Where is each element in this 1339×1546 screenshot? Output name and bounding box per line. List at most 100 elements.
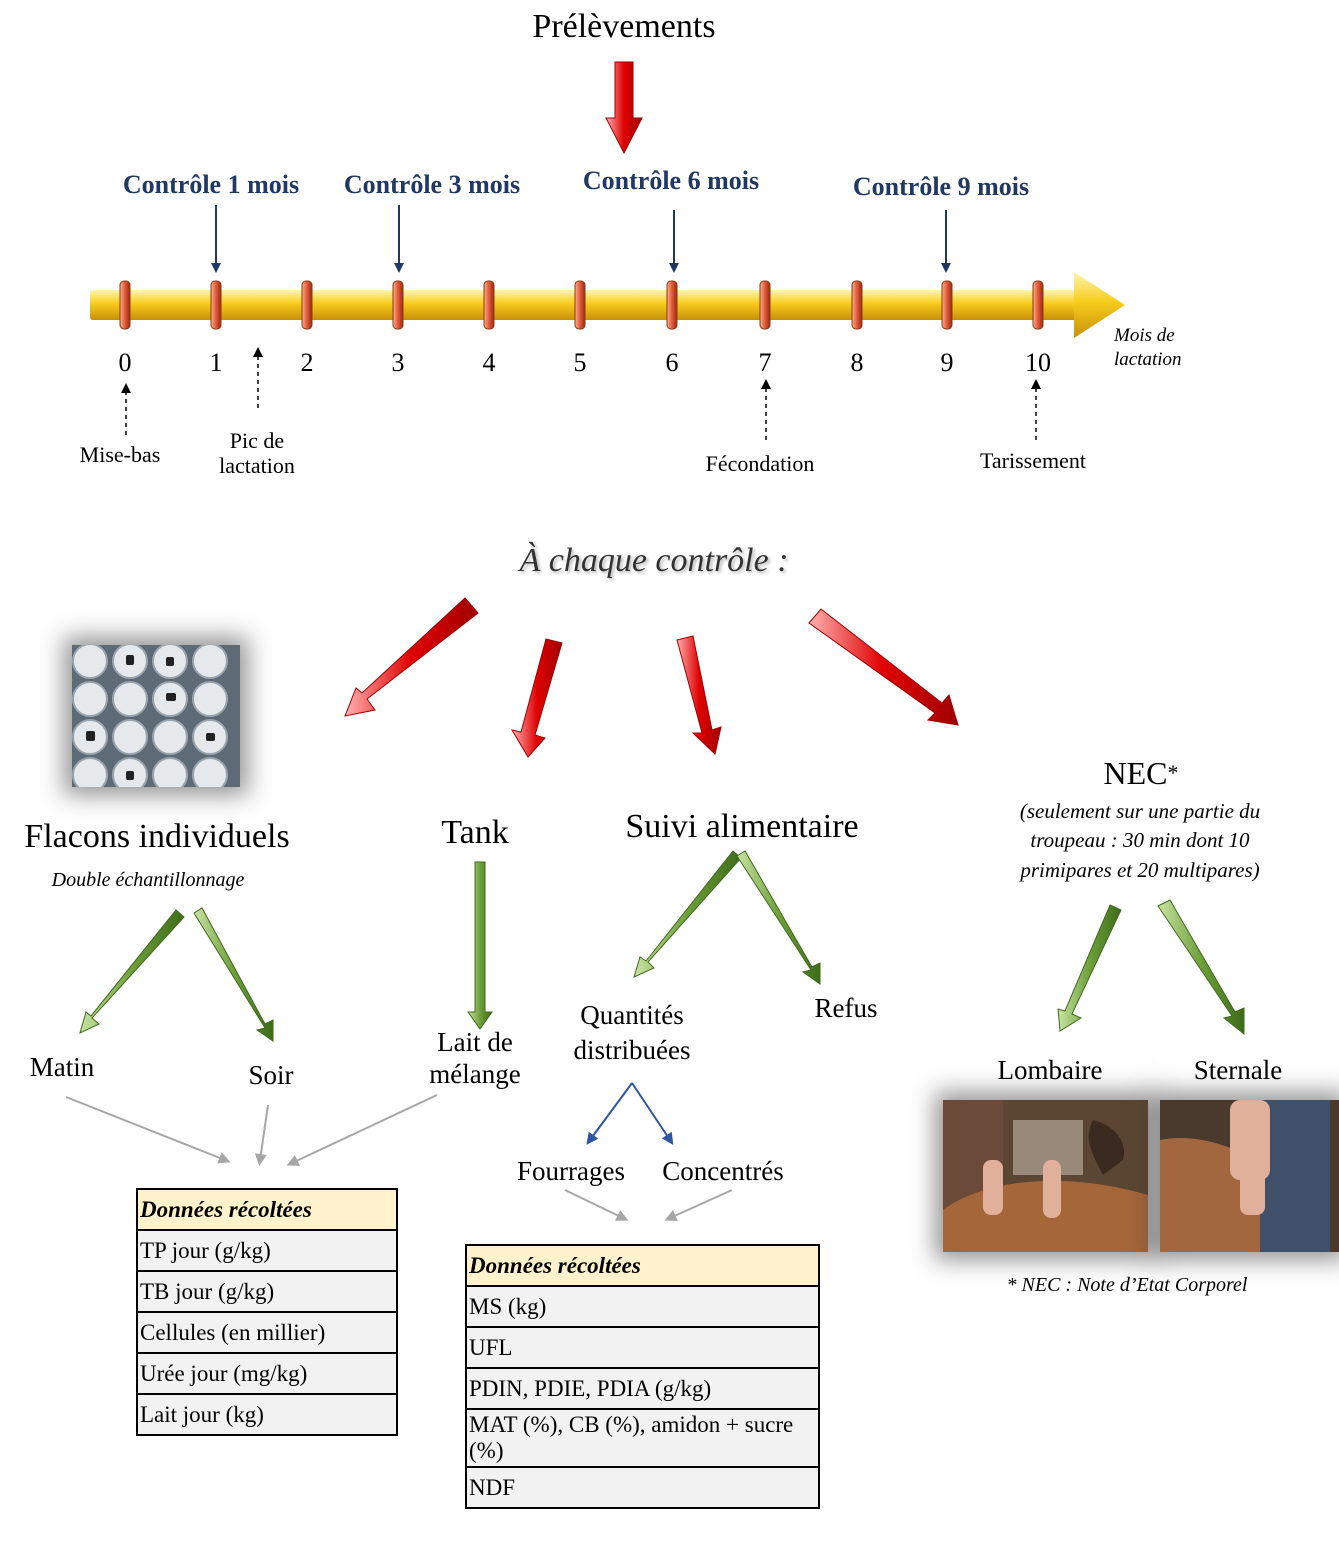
gray-arrows [65, 1094, 733, 1221]
flacons-title: Flacons individuels [24, 818, 290, 855]
lait-line2: mélange [429, 1059, 521, 1090]
table-header: Données récoltées [465, 1244, 820, 1287]
table-row: TP jour (g/kg) [136, 1229, 398, 1272]
sternale-label: Sternale [1193, 1055, 1283, 1085]
green-arrow-matin [79, 909, 185, 1034]
red-arrow-suivi [676, 635, 722, 755]
nec-footnote: * NEC : Note d’Etat Corporel [1006, 1274, 1248, 1296]
timeline-bar [90, 272, 1125, 338]
table-cell: Lait jour (kg) [136, 1393, 398, 1436]
timeline-ticks [119, 280, 1044, 330]
axis-label: Mois de lactation [1114, 324, 1182, 372]
mise-bas-label: Mise-bas [79, 442, 161, 467]
table-header: Données récoltées [136, 1188, 398, 1231]
table-row: MS (kg) [465, 1285, 820, 1328]
fourrages-label: Fourrages [517, 1156, 625, 1186]
timeline-tick [666, 280, 678, 330]
timeline-tick [392, 280, 404, 330]
nec-note: (seulement sur une partie du troupeau : … [1020, 797, 1260, 885]
nec-star: * [1167, 760, 1179, 785]
gray-arrow-soir [254, 1104, 269, 1166]
timeline-tick [941, 280, 953, 330]
month-label: 1 [209, 348, 223, 377]
pic-label: Pic de lactation [219, 428, 295, 479]
prelevements-arrow [605, 61, 643, 155]
timeline-tick [483, 280, 495, 330]
control-1-label: Contrôle 1 mois [122, 170, 300, 199]
table-cell: MS (kg) [465, 1285, 820, 1328]
event-arrows [121, 347, 1041, 440]
matin-label: Matin [29, 1052, 95, 1082]
table-cell: TB jour (g/kg) [136, 1270, 398, 1313]
nec-note-line3: primipares et 20 multipares) [1020, 857, 1260, 882]
pic-label-line1: Pic de [229, 428, 285, 453]
green-arrow-refus [736, 850, 821, 985]
table-cell: UFL [465, 1326, 820, 1369]
green-branch-arrows [79, 850, 1245, 1042]
blue-arrow-fourrages [586, 1082, 633, 1145]
timeline-tick [574, 280, 586, 330]
goat-sternale-icon [1160, 1100, 1339, 1252]
month-label: 5 [573, 348, 587, 377]
tarissement-label: Tarissement [980, 448, 1086, 473]
quantites-line1: Quantités [580, 1000, 684, 1030]
lait-melange-label: Lait de mélange [429, 1026, 520, 1091]
milk-sample-vials-photo [72, 645, 240, 787]
nec-title-text: NEC [1103, 755, 1168, 791]
nec-title: NEC* [1104, 757, 1179, 789]
timeline-tick [119, 280, 131, 330]
tank-title: Tank [441, 814, 509, 851]
timeline-tick [1032, 280, 1044, 330]
timeline-tick [851, 280, 863, 330]
quantites-line2: distribuées [573, 1035, 691, 1066]
green-arrow-lombaire [1057, 904, 1122, 1032]
page-title: Prélèvements [532, 8, 716, 45]
gray-arrow-fourrages [564, 1189, 629, 1221]
month-label: 9 [940, 348, 954, 377]
each-control-heading: À chaque contrôle : [519, 542, 789, 579]
blue-arrow-concentres [631, 1082, 674, 1145]
vials-icon [72, 645, 240, 787]
table-row: TB jour (g/kg) [136, 1270, 398, 1313]
green-arrow-tank [467, 861, 493, 1030]
concentres-label: Concentrés [662, 1156, 784, 1186]
month-label: 4 [482, 348, 496, 377]
blue-split-arrows [586, 1082, 674, 1145]
timeline-tick [210, 280, 222, 330]
green-arrow-soir [193, 907, 274, 1042]
table-cell: PDIN, PDIE, PDIA (g/kg) [465, 1367, 820, 1410]
green-arrow-sternale [1157, 899, 1245, 1036]
timeline-tick [301, 280, 313, 330]
flacons-subtitle: Double échantillonnage [51, 869, 245, 891]
refus-label: Refus [814, 993, 878, 1023]
nec-note-line2: troupeau : 30 min dont 10 [1030, 828, 1250, 853]
fecondation-label: Fécondation [705, 451, 815, 476]
nec-note-line1: (seulement sur une partie du [1019, 799, 1261, 823]
table-cell: NDF [465, 1466, 820, 1509]
lombaire-photo [943, 1100, 1148, 1252]
gray-arrow-lait [286, 1094, 438, 1166]
goat-lombaire-icon [943, 1100, 1148, 1252]
table-row: Lait jour (kg) [136, 1393, 398, 1436]
control-6-label: Contrôle 6 mois [582, 166, 760, 195]
table-cell: TP jour (g/kg) [136, 1229, 398, 1272]
month-label: 6 [665, 348, 679, 377]
quantites-label: Quantités distribuées [574, 998, 691, 1068]
axis-label-line2: lactation [1114, 348, 1182, 370]
table-cell: MAT (%), CB (%), amidon + sucre (%) [465, 1408, 820, 1468]
red-arrow-nec [808, 608, 959, 726]
lombaire-label: Lombaire [997, 1055, 1103, 1085]
red-arrow-tank [510, 638, 563, 758]
table-row: NDF [465, 1466, 820, 1509]
sternale-photo [1160, 1100, 1339, 1252]
table-cell: Cellules (en millier) [136, 1311, 398, 1354]
table-row: Cellules (en millier) [136, 1311, 398, 1354]
table-row: PDIN, PDIE, PDIA (g/kg) [465, 1367, 820, 1410]
gray-arrow-matin [65, 1096, 231, 1164]
soir-label: Soir [248, 1060, 294, 1090]
green-arrow-quantites [633, 850, 742, 978]
table-cell: Urée jour (mg/kg) [136, 1352, 398, 1395]
